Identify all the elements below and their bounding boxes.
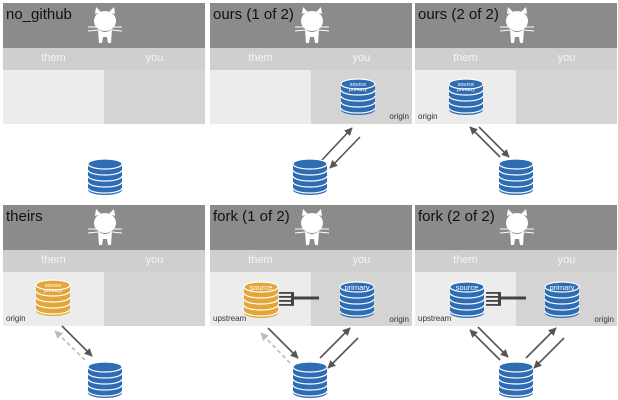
repo-stack-icon: source primary bbox=[35, 279, 71, 317]
them-label: them bbox=[248, 254, 273, 266]
them-area bbox=[3, 70, 104, 124]
you-area bbox=[104, 272, 205, 326]
repo-stack-icon: source bbox=[449, 281, 485, 319]
repo-stack-icon: source bbox=[243, 281, 279, 319]
fork-icon bbox=[279, 292, 319, 306]
them-label: them bbox=[41, 52, 66, 64]
you-label: you bbox=[557, 254, 576, 266]
column-labels: them you bbox=[3, 250, 205, 272]
upstream-tag: upstream bbox=[418, 314, 452, 323]
arrow-icon bbox=[327, 337, 359, 369]
svg-text:primary: primary bbox=[349, 87, 368, 93]
github-octocat-icon bbox=[294, 7, 330, 43]
panel-title: fork (1 of 2) bbox=[213, 208, 290, 225]
panel-title: ours (2 of 2) bbox=[418, 6, 499, 23]
arrow-icon bbox=[478, 126, 510, 158]
origin-tag: origin bbox=[594, 315, 614, 324]
arrow-icon bbox=[260, 332, 291, 364]
svg-text:source: source bbox=[250, 283, 273, 292]
panel-theirs: theirs them you origin bbox=[3, 205, 205, 326]
them-area bbox=[210, 70, 311, 124]
column-labels: them you bbox=[210, 250, 412, 272]
origin-tag: origin bbox=[418, 112, 438, 121]
arrow-icon bbox=[319, 327, 351, 359]
svg-text:source: source bbox=[45, 283, 62, 289]
arrow-icon bbox=[525, 327, 557, 359]
repo-stack-icon bbox=[498, 158, 534, 196]
repo-stack-icon bbox=[498, 361, 534, 399]
panel-header: ours (2 of 2) bbox=[415, 3, 617, 48]
them-label: them bbox=[453, 254, 478, 266]
repo-stack-icon bbox=[87, 361, 123, 399]
repo-stack-icon: primary bbox=[339, 281, 375, 319]
github-octocat-icon bbox=[294, 209, 330, 245]
origin-tag: origin bbox=[6, 314, 26, 323]
arrow-icon bbox=[329, 136, 361, 169]
panel-header: fork (2 of 2) bbox=[415, 205, 617, 250]
panel-title: fork (2 of 2) bbox=[418, 208, 495, 225]
arrow-icon bbox=[321, 127, 353, 161]
svg-text:primary: primary bbox=[44, 288, 63, 294]
panel-ours-2: ours (2 of 2) them you origin bbox=[415, 3, 617, 124]
them-label: them bbox=[453, 52, 478, 64]
origin-tag: origin bbox=[389, 112, 409, 121]
arrow-icon bbox=[469, 126, 501, 158]
you-area bbox=[104, 70, 205, 124]
github-octocat-icon bbox=[499, 209, 535, 245]
you-label: you bbox=[557, 52, 576, 64]
repo-stack-icon bbox=[87, 158, 123, 196]
svg-text:source: source bbox=[350, 82, 367, 88]
you-label: you bbox=[352, 254, 371, 266]
panel-header: no_github bbox=[3, 3, 205, 48]
github-octocat-icon bbox=[87, 7, 123, 43]
panel-no-github: no_github them you bbox=[3, 3, 205, 124]
repo-stack-icon: source primary bbox=[448, 78, 484, 116]
you-label: you bbox=[145, 52, 164, 64]
panel-header: ours (1 of 2) bbox=[210, 3, 412, 48]
arrow-icon bbox=[267, 327, 299, 359]
origin-tag: origin bbox=[389, 315, 409, 324]
svg-text:primary: primary bbox=[549, 283, 574, 292]
svg-text:primary: primary bbox=[457, 87, 476, 93]
panel-title: theirs bbox=[6, 208, 43, 225]
upstream-tag: upstream bbox=[213, 314, 247, 323]
arrow-icon bbox=[533, 337, 565, 369]
column-labels: them you bbox=[210, 48, 412, 70]
them-label: them bbox=[41, 254, 66, 266]
you-area bbox=[516, 70, 617, 124]
panel-header: theirs bbox=[3, 205, 205, 250]
panel-title: no_github bbox=[6, 6, 72, 23]
svg-text:source: source bbox=[458, 82, 475, 88]
github-octocat-icon bbox=[87, 209, 123, 245]
github-octocat-icon bbox=[499, 7, 535, 43]
you-label: you bbox=[145, 254, 164, 266]
repo-stack-icon: source primary bbox=[340, 78, 376, 116]
panel-body: origin bbox=[3, 272, 205, 326]
arrow-icon bbox=[469, 329, 501, 361]
panel-title: ours (1 of 2) bbox=[213, 6, 294, 23]
them-label: them bbox=[248, 52, 273, 64]
fork-icon bbox=[486, 292, 526, 306]
panel-body bbox=[3, 70, 205, 124]
arrow-icon bbox=[477, 326, 509, 358]
svg-text:source: source bbox=[456, 283, 479, 292]
arrow-icon bbox=[61, 325, 93, 357]
column-labels: them you bbox=[415, 48, 617, 70]
panel-header: fork (1 of 2) bbox=[210, 205, 412, 250]
repo-stack-icon: primary bbox=[544, 281, 580, 319]
panel-body: origin bbox=[415, 70, 617, 124]
repo-stack-icon bbox=[292, 361, 328, 399]
column-labels: them you bbox=[415, 250, 617, 272]
you-label: you bbox=[352, 52, 371, 64]
column-labels: them you bbox=[3, 48, 205, 70]
svg-text:primary: primary bbox=[344, 283, 369, 292]
repo-stack-icon bbox=[292, 158, 328, 196]
panel-ours-1: ours (1 of 2) them you origin bbox=[210, 3, 412, 124]
